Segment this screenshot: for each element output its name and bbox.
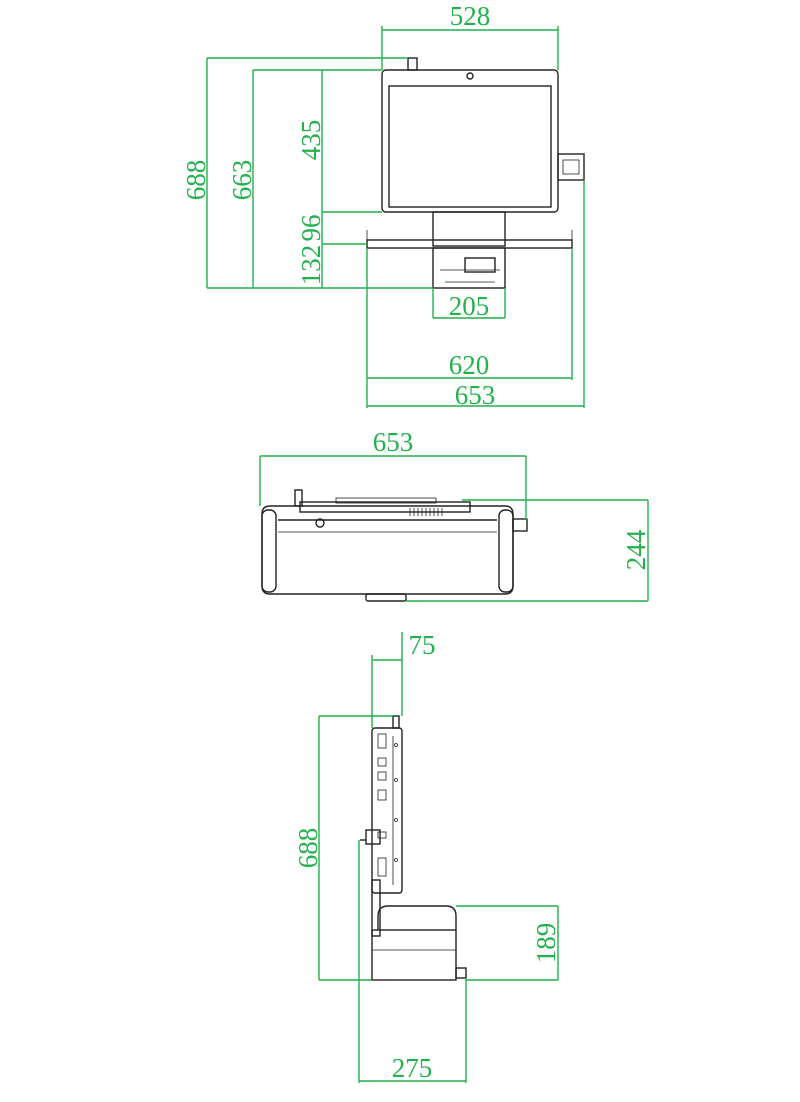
dim-75: 75 (409, 630, 436, 660)
stand-neck (432, 211, 506, 247)
side-neck (371, 879, 381, 937)
camera-dot (466, 72, 474, 80)
dim-205: 205 (449, 291, 490, 321)
side-dimensions (318, 632, 559, 1083)
side-monitor-body (371, 727, 403, 894)
dim-528: 528 (450, 1, 491, 31)
top-side-accessory (512, 518, 528, 532)
base-plate (366, 239, 573, 249)
dim-275: 275 (392, 1053, 433, 1083)
top-view-body (261, 505, 514, 595)
antenna-knob (294, 489, 303, 507)
monitor-screen (388, 85, 552, 208)
top-dimensions (259, 455, 649, 602)
dim-620: 620 (449, 350, 490, 380)
stand-lower (432, 247, 506, 289)
front-dimensions (206, 26, 585, 408)
side-accessory-inner (562, 159, 580, 175)
side-ports (377, 733, 398, 877)
side-base-handle (377, 905, 457, 930)
dim-663: 663 (227, 160, 257, 201)
top-stand-box (365, 593, 407, 602)
dim-688-front: 688 (181, 160, 211, 201)
connector-circle (315, 518, 325, 528)
dim-244: 244 (621, 529, 651, 570)
vent-pattern (409, 508, 443, 516)
monitor-body (381, 69, 559, 213)
printer-slot (464, 257, 496, 273)
top-view: 653 244 (259, 427, 651, 602)
dim-435: 435 (296, 120, 326, 161)
dim-688-side: 688 (293, 828, 323, 869)
dim-96: 96 (296, 215, 326, 242)
dim-189: 189 (531, 923, 561, 964)
dim-653-front: 653 (455, 380, 496, 410)
dim-132: 132 (296, 245, 326, 286)
side-antenna (392, 715, 400, 729)
right-handle (498, 509, 514, 593)
top-antenna (407, 57, 418, 71)
left-handle (261, 509, 277, 593)
side-bracket (365, 829, 381, 845)
side-base (371, 929, 457, 981)
side-view: 75 688 189 275 (293, 630, 561, 1083)
monitor-top-edge (299, 501, 471, 513)
front-view: 528 688 663 435 96 132 205 620 653 (181, 1, 585, 410)
side-base-foot (455, 967, 467, 979)
side-accessory (557, 153, 585, 181)
dim-653-top: 653 (373, 427, 414, 457)
